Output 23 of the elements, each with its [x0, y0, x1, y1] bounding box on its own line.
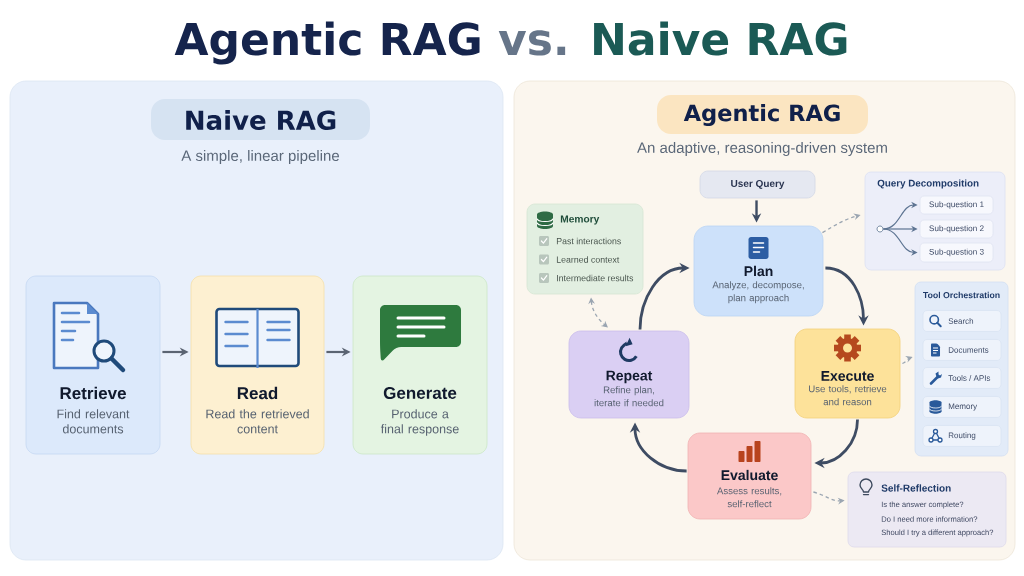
process-box: Repeat Refine plan, iterate if needed — [568, 330, 690, 419]
sub-question-box: Sub-question 2 — [919, 219, 994, 239]
title: Agentic RAG vs. Naive RAG — [174, 21, 847, 65]
tool-item: Memory — [922, 396, 1002, 418]
tool-item: Routing — [922, 425, 1002, 447]
process-box: Plan Analyze, decompose, plan approach — [693, 225, 824, 317]
card-heading: Memory — [560, 215, 600, 225]
process-box: Execute Use tools, retrieve and reason — [794, 328, 901, 419]
subtitle: A simple, linear pipeline — [181, 150, 339, 164]
sub-question-box: Sub-question 1 — [919, 195, 994, 215]
checklist-item: Intermediate results — [557, 274, 634, 282]
checklist-item: Past interactions — [556, 237, 621, 245]
process-box: Evaluate Assess results, self-reflect — [687, 432, 812, 520]
tool-item: Search — [922, 310, 1002, 332]
sub-question-box: Sub-question 3 — [919, 242, 994, 263]
card-heading: Self-Reflection — [881, 484, 951, 492]
heading-pill: Agentic RAG — [657, 95, 868, 134]
subtitle: An adaptive, reasoning-driven system — [637, 142, 887, 156]
tool-item: Tools / APIs — [922, 367, 1002, 389]
heading-pill: Naive RAG — [151, 99, 370, 140]
checklist-item: Learned context — [556, 256, 620, 263]
tool-item: Documents — [922, 339, 1002, 361]
query-box: User Query — [699, 170, 816, 199]
